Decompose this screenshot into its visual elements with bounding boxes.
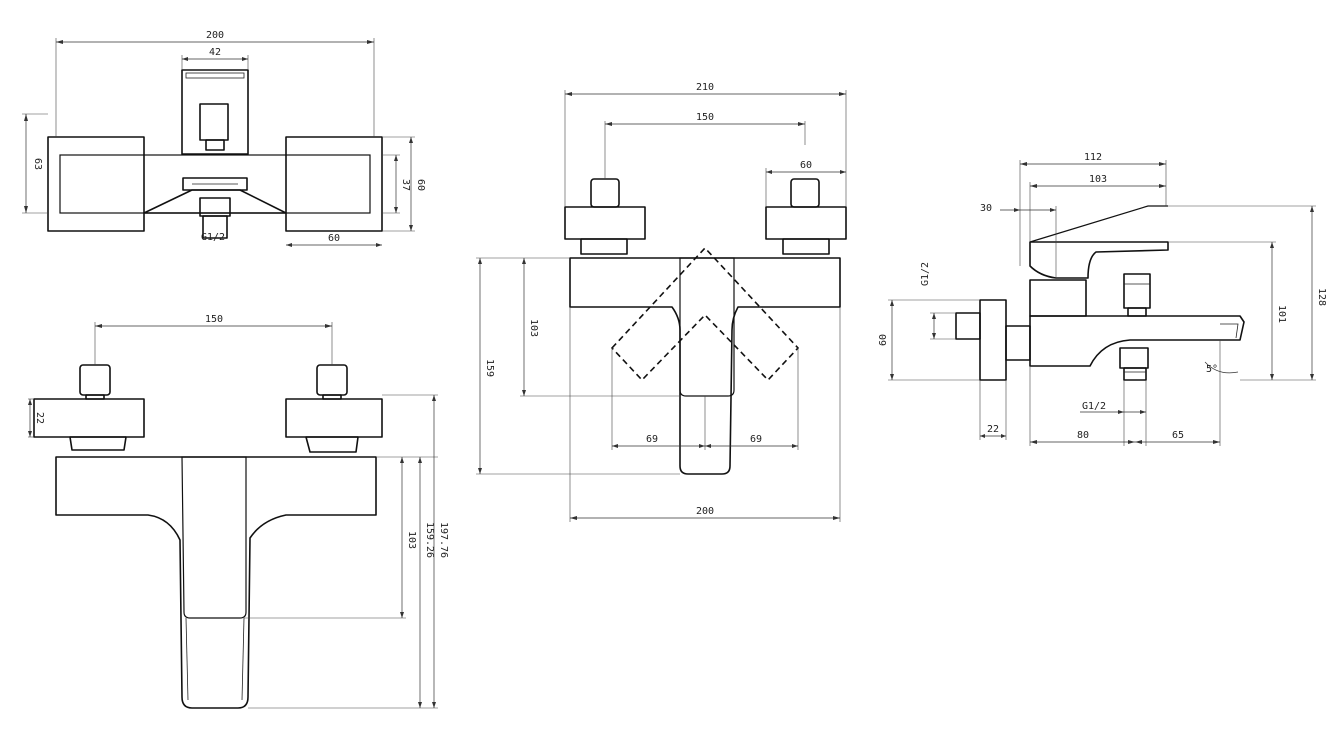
dim-top-200: 200 bbox=[206, 30, 224, 41]
dim-top-42: 42 bbox=[209, 47, 221, 58]
dim-center-150: 150 bbox=[696, 112, 714, 123]
dim-side-thread-top: G1/2 bbox=[920, 262, 931, 286]
dim-side-65: 65 bbox=[1172, 430, 1184, 441]
front-view-left: 150 22 103 159.26 197.76 bbox=[28, 314, 449, 709]
dim-center-210: 210 bbox=[696, 82, 714, 93]
dim-side-103: 103 bbox=[1089, 174, 1107, 185]
dim-center-200: 200 bbox=[696, 506, 714, 517]
dim-front-159-26: 159.26 bbox=[424, 522, 435, 558]
dim-front-103: 103 bbox=[406, 531, 417, 549]
front-view-center: 210 150 60 103 159 69 69 bbox=[476, 82, 847, 522]
thread-top-view: G1/2 bbox=[201, 232, 225, 243]
dim-center-69-left: 69 bbox=[646, 434, 658, 445]
dim-top-37: 37 bbox=[400, 179, 411, 191]
dim-side-101: 101 bbox=[1276, 305, 1287, 323]
dim-side-22: 22 bbox=[987, 424, 999, 435]
dim-side-80: 80 bbox=[1077, 430, 1089, 441]
dim-top-body-60: 60 bbox=[328, 233, 340, 244]
dim-front-150: 150 bbox=[205, 314, 223, 325]
dim-center-69-right: 69 bbox=[750, 434, 762, 445]
side-view: 112 103 30 128 101 G1/2 60 bbox=[878, 152, 1327, 446]
dim-center-103: 103 bbox=[528, 319, 539, 337]
angle-label: 5° bbox=[1206, 364, 1218, 375]
dim-front-22: 22 bbox=[34, 412, 45, 424]
dim-top-63: 63 bbox=[32, 158, 43, 170]
dim-side-thread-bottom: G1/2 bbox=[1082, 401, 1106, 412]
top-view: 200 42 63 37 60 60 G1/2 bbox=[22, 30, 426, 247]
dim-side-112: 112 bbox=[1084, 152, 1102, 163]
dim-center-159: 159 bbox=[484, 359, 495, 377]
dim-side-60: 60 bbox=[878, 334, 889, 346]
dim-side-30: 30 bbox=[980, 203, 992, 214]
dim-front-197-76: 197.76 bbox=[438, 522, 449, 558]
dim-top-60: 60 bbox=[415, 179, 426, 191]
dim-center-60: 60 bbox=[800, 160, 812, 171]
dim-side-128: 128 bbox=[1316, 288, 1327, 306]
